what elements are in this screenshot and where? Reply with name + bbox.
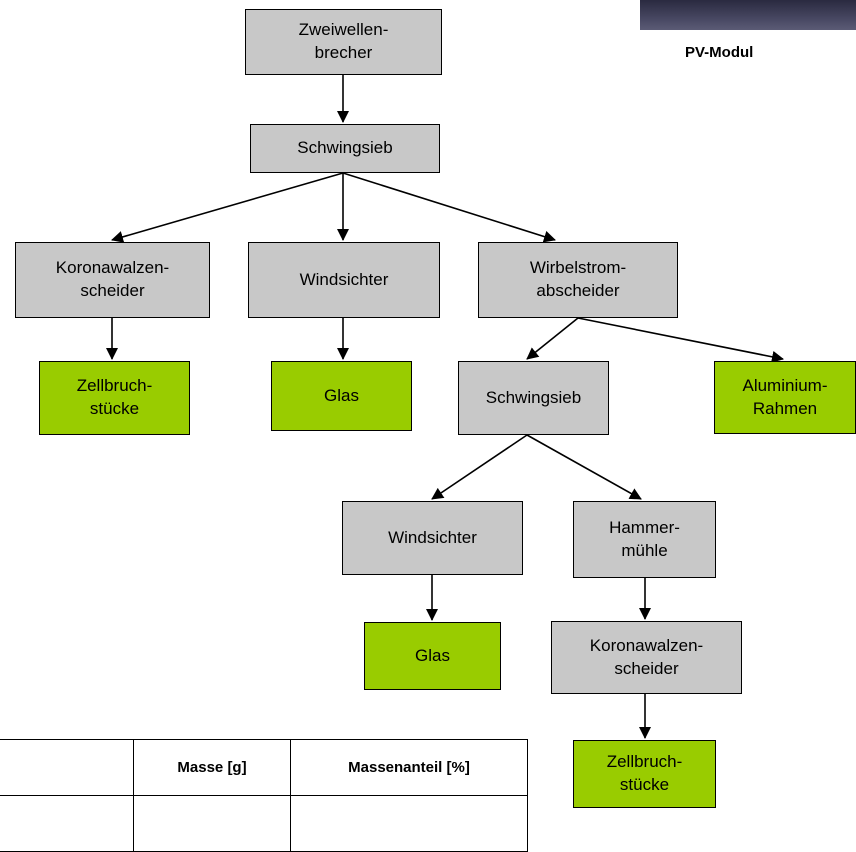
node-glas-2: Glas	[364, 622, 501, 690]
table-row	[0, 795, 528, 852]
photo-caption: PV-Modul	[685, 44, 754, 61]
table-cell	[133, 795, 291, 852]
arrow-wirbelstrom-to-alu	[577, 317, 784, 363]
arrow-sieb-to-korona	[111, 172, 344, 243]
node-schwingsieb-1: Schwingsieb	[250, 124, 440, 173]
table-header-cell: Massenanteil [%]	[290, 739, 528, 796]
arrow-sieb-to-wirbelstrom	[342, 172, 556, 243]
table-header-cell	[0, 739, 134, 796]
node-hammermuehle: Hammer- mühle	[573, 501, 716, 578]
table-header-row: Masse [g] Massenanteil [%]	[0, 739, 528, 796]
node-wirbelstromabscheider: Wirbelstrom- abscheider	[478, 242, 678, 318]
pv-module-photo	[640, 0, 856, 30]
node-aluminium-rahmen: Aluminium- Rahmen	[714, 361, 856, 434]
table-header-cell: Masse [g]	[133, 739, 291, 796]
node-glas-1: Glas	[271, 361, 412, 431]
node-windsichter-2: Windsichter	[342, 501, 523, 575]
node-koronawalzenscheider-1: Koronawalzen- scheider	[15, 242, 210, 318]
node-schwingsieb-2: Schwingsieb	[458, 361, 609, 435]
node-windsichter-1: Windsichter	[248, 242, 440, 318]
node-koronawalzenscheider-2: Koronawalzen- scheider	[551, 621, 742, 694]
node-zellbruchstuecke-1: Zellbruch- stücke	[39, 361, 190, 435]
arrow-sieb2-to-hammer	[526, 434, 642, 500]
arrow-wirbelstrom-to-sieb2	[526, 317, 579, 360]
flow-arrows	[106, 75, 784, 739]
arrow-sieb2-to-windsichter2	[431, 434, 528, 500]
node-zweiwellenbrecher: Zweiwellen- brecher	[245, 9, 442, 75]
table-cell	[290, 795, 528, 852]
mass-table: Masse [g] Massenanteil [%]	[0, 739, 528, 852]
table-cell	[0, 795, 134, 852]
node-zellbruchstuecke-2: Zellbruch- stücke	[573, 740, 716, 808]
